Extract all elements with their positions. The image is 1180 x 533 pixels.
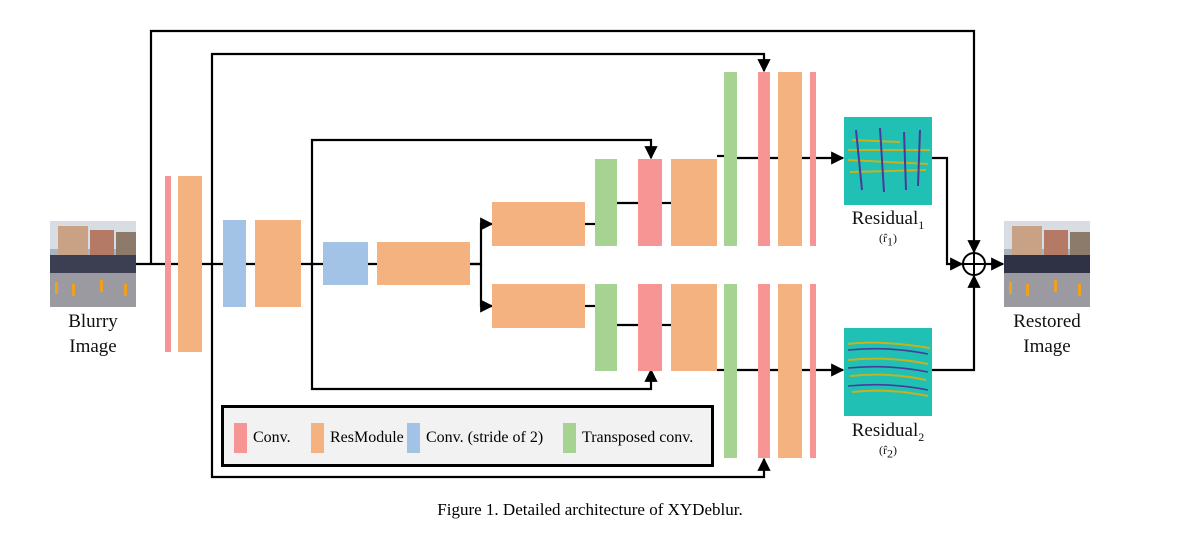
legend-item-transposed-conv: Transposed conv. [563, 423, 693, 453]
conv-swatch [234, 423, 247, 453]
legend-label: Transposed conv. [582, 429, 694, 446]
resmodule-layer [178, 176, 202, 352]
conv-layer [810, 284, 816, 458]
resmodule-layer [671, 284, 717, 371]
transposed-conv-layer [595, 159, 617, 246]
conv-layer [758, 72, 770, 246]
conv-stride2-layer [323, 242, 368, 285]
conv-layer [165, 176, 171, 352]
blurry-image [50, 221, 136, 307]
resmodule-layer [778, 284, 802, 458]
resmodule-layer [255, 220, 301, 307]
residual2-label: Residual2 [851, 420, 925, 444]
conv-layer [638, 159, 662, 246]
blurry-image-label: Blurry Image [68, 311, 118, 357]
residual2-formula: (r̂2) [879, 443, 897, 461]
conv-stride2-swatch [407, 423, 420, 453]
legend: Conv. ResModule Conv. (stride of 2) Tran… [221, 405, 714, 467]
transposed-conv-layer [724, 72, 737, 246]
legend-item-conv-stride2: Conv. (stride of 2) [407, 423, 543, 453]
legend-label: ResModule [330, 429, 404, 446]
conv-layer [758, 284, 770, 458]
residual1-map [844, 117, 932, 205]
residual1-label: Residual1 [851, 208, 925, 232]
resmodule-layer [492, 202, 585, 246]
transposed-conv-swatch [563, 423, 576, 453]
transposed-conv-layer [724, 284, 737, 458]
resmodule-layer [671, 159, 717, 246]
residual2-map [844, 328, 932, 416]
layers [165, 72, 816, 458]
transposed-conv-layer [595, 284, 617, 371]
resmodule-layer [492, 284, 585, 328]
restored-image-label: Restored Image [1013, 311, 1081, 357]
sum-node [962, 252, 986, 276]
legend-item-resmodule: ResModule [311, 423, 404, 453]
conv-layer [638, 284, 662, 371]
resmodule-layer [778, 72, 802, 246]
connections [136, 29, 1005, 479]
conv-stride2-layer [223, 220, 246, 307]
figure-caption: Figure 1. Detailed architecture of XYDeb… [437, 500, 743, 519]
resmodule-layer [377, 242, 470, 285]
legend-label: Conv. (stride of 2) [426, 429, 544, 446]
resmodule-swatch [311, 423, 324, 453]
residual1-formula: (r̂1) [879, 231, 897, 249]
restored-image [1004, 221, 1090, 307]
legend-item-conv: Conv. [234, 423, 291, 453]
conv-layer [810, 72, 816, 246]
legend-label: Conv. [253, 429, 291, 446]
